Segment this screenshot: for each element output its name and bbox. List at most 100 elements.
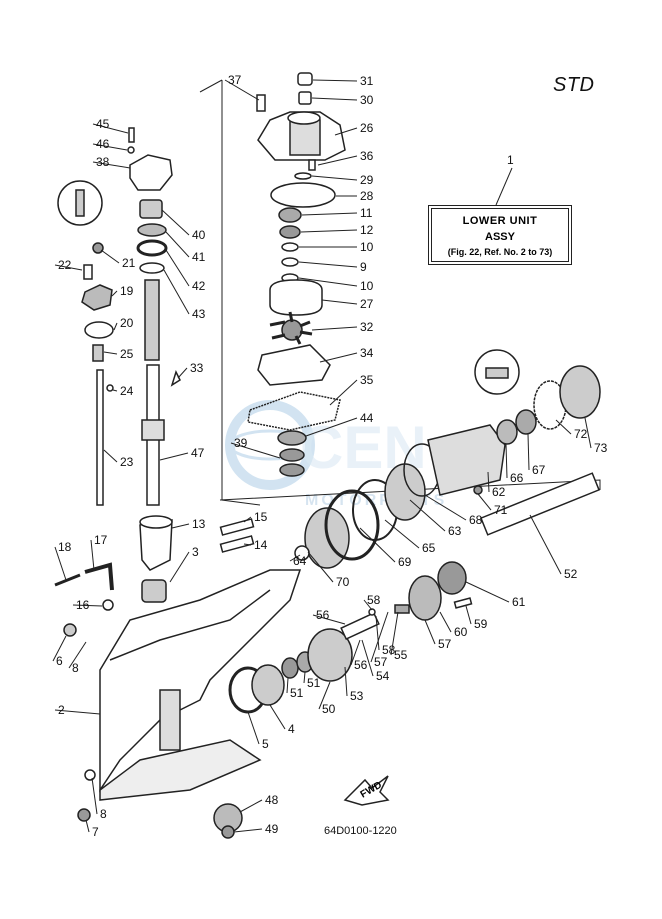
- part-number-17: 17: [94, 533, 108, 547]
- leader-line: [243, 516, 252, 523]
- leader-line: [439, 611, 452, 633]
- leader-line: [359, 527, 396, 563]
- part-number-50: 50: [322, 702, 336, 716]
- part-number-9: 9: [360, 260, 367, 274]
- part-number-63: 63: [448, 524, 462, 538]
- part-number-10: 10: [360, 240, 374, 254]
- leader-line: [311, 326, 358, 331]
- leader-line: [584, 417, 592, 449]
- part-number-20: 20: [120, 316, 134, 330]
- part-number-8: 8: [100, 807, 107, 821]
- leader-line: [361, 639, 374, 677]
- water-pump-group: [247, 72, 346, 477]
- part-number-57: 57: [374, 655, 388, 669]
- leader-line: [54, 709, 101, 715]
- part-56-pin: [340, 611, 380, 641]
- leader-line: [111, 290, 118, 297]
- reference-leader-line: [495, 167, 513, 206]
- part-36-pin: [308, 159, 316, 171]
- part-number-32: 32: [360, 320, 374, 334]
- part-40-bearing: [139, 199, 163, 219]
- part-73-bearing: [559, 365, 601, 419]
- leader-line: [505, 443, 508, 479]
- leader-line: [103, 351, 118, 355]
- part-number-27: 27: [360, 297, 374, 311]
- leader-line: [312, 614, 346, 625]
- leader-line: [163, 269, 190, 315]
- part-number-labels: 3130263629281112109102732343544393745463…: [52, 73, 608, 839]
- leader-line: [477, 493, 492, 511]
- leader-line: [113, 322, 118, 331]
- part-59-pin: [453, 597, 473, 609]
- part-number-44: 44: [360, 411, 374, 425]
- part-39-seal-b: [279, 463, 305, 477]
- part-number-72: 72: [574, 427, 588, 441]
- leader-line: [54, 264, 83, 271]
- leader-line: [319, 352, 358, 363]
- part-30-collar: [298, 91, 312, 105]
- leader-line: [363, 599, 373, 611]
- leader-line: [317, 155, 358, 166]
- leader-line: [165, 231, 190, 258]
- leader-line: [54, 546, 67, 581]
- part-20-oring: [84, 321, 114, 339]
- part-12-seal: [279, 225, 301, 239]
- part-11-bushing: [278, 207, 302, 223]
- part-number-59: 59: [474, 617, 488, 631]
- part-number-12: 12: [360, 223, 374, 237]
- part-number-25: 25: [120, 347, 134, 361]
- part-27-cartridge: [269, 279, 323, 316]
- part-number-73: 73: [594, 441, 608, 455]
- part-number-13: 13: [192, 517, 206, 531]
- leader-line: [344, 666, 348, 697]
- part-number-15: 15: [254, 510, 268, 524]
- part-2-gear-case: [99, 569, 302, 793]
- leader-line: [161, 209, 190, 236]
- part-number-64: 64: [293, 554, 307, 568]
- leader-line: [465, 605, 472, 625]
- part-number-36: 36: [360, 149, 374, 163]
- leader-line: [301, 212, 358, 216]
- leader-line: [390, 611, 399, 656]
- part-24-clip: [106, 384, 114, 392]
- leader-line: [92, 143, 128, 151]
- leader-line: [103, 449, 118, 463]
- leader-line: [169, 551, 190, 583]
- part-number-19: 19: [120, 284, 134, 298]
- part-number-53: 53: [350, 689, 364, 703]
- part-21-grommet: [92, 242, 104, 254]
- part-50-gear: [307, 628, 353, 682]
- leader-line: [529, 514, 562, 575]
- part-number-35: 35: [360, 373, 374, 387]
- part-39-seal-a: [279, 448, 305, 462]
- leader-line: [307, 551, 334, 583]
- part-66-seal: [496, 419, 518, 445]
- part-34-plate: [257, 344, 331, 386]
- driveshaft-upper: [144, 279, 160, 361]
- part-6-bolt: [63, 623, 77, 637]
- shift-rod-group: [57, 180, 114, 506]
- leader-line: [298, 261, 358, 268]
- part-23-shift-rod: [96, 369, 104, 506]
- part-7-plug: [77, 808, 91, 822]
- part-3-bearing: [141, 579, 167, 603]
- leader-line: [289, 554, 301, 562]
- part-number-55: 55: [394, 648, 408, 662]
- part-number-62: 62: [492, 485, 506, 499]
- part-number-51: 51: [307, 676, 321, 690]
- leader-line: [370, 611, 389, 663]
- part-number-52: 52: [564, 567, 578, 581]
- part-number-24: 24: [120, 384, 134, 398]
- part-18-screw: [54, 573, 81, 587]
- leader-line: [303, 671, 306, 684]
- watermark-globe-icon: [225, 400, 315, 490]
- part-number-43: 43: [192, 307, 206, 321]
- leader-line: [424, 619, 436, 645]
- part-71-pin: [473, 485, 483, 495]
- leader-line: [311, 175, 358, 181]
- leader-line: [555, 419, 572, 435]
- part-22-bolt: [83, 264, 93, 280]
- part-number-54: 54: [376, 669, 390, 683]
- part-42-oring: [136, 239, 168, 257]
